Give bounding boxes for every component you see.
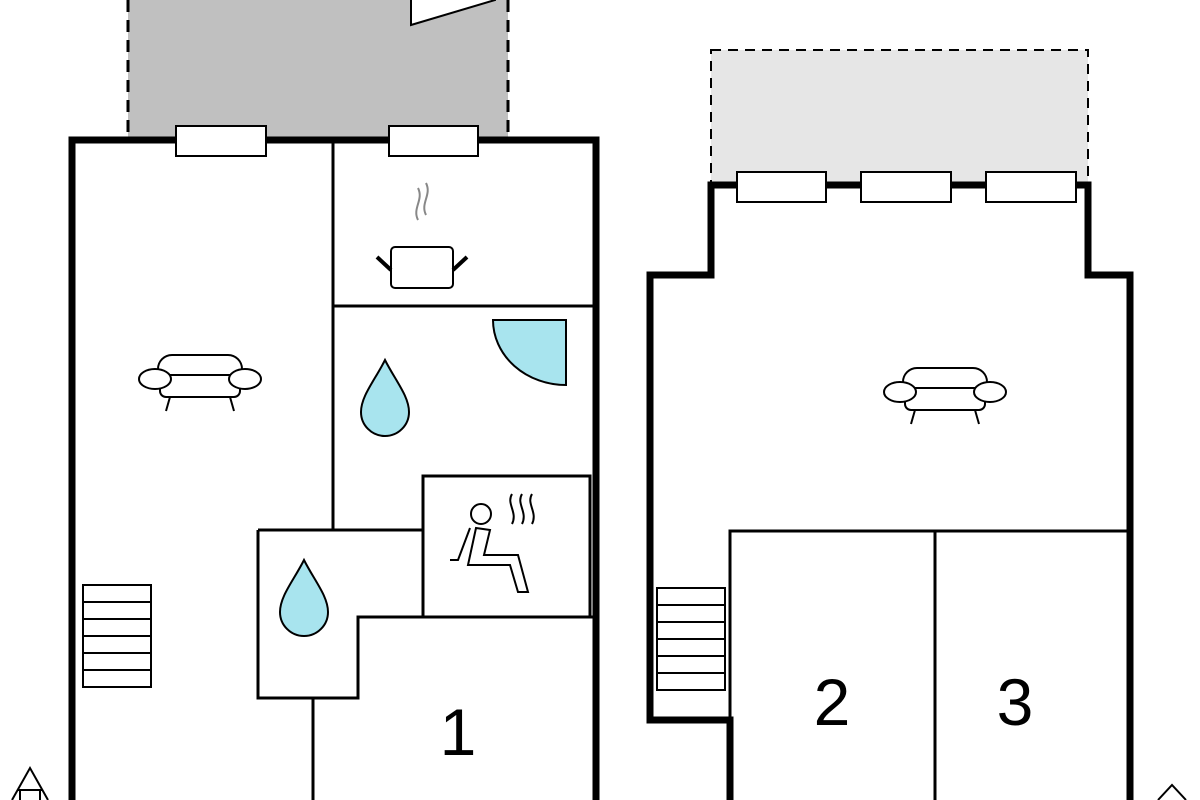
- kitchen-pot-icon: [375, 182, 469, 289]
- terrace-left: [128, 0, 508, 140]
- terrace-left-border: [126, 0, 510, 140]
- window: [985, 171, 1077, 203]
- water-drop-icon: [279, 559, 329, 637]
- entrance-house-icon: [11, 765, 49, 800]
- stairs-right: [656, 587, 726, 691]
- room-label-1: 1: [440, 695, 477, 769]
- window: [860, 171, 952, 203]
- entrance-house-icon: [1157, 783, 1187, 800]
- sofa-icon: [883, 367, 1007, 425]
- water-drop-icon: [360, 359, 410, 437]
- sauna-icon: [450, 493, 535, 593]
- right-building-walls: [646, 181, 1134, 800]
- sofa-icon: [138, 354, 262, 412]
- right-interior-walls: [728, 529, 1130, 800]
- room-label-3: 3: [997, 665, 1034, 739]
- window: [175, 125, 267, 157]
- window: [388, 125, 479, 157]
- entrance-arrow-icon: [410, 0, 496, 27]
- room-label-2: 2: [814, 665, 851, 739]
- stairs-left: [82, 584, 152, 688]
- shower-icon: [491, 319, 567, 387]
- window: [736, 171, 827, 203]
- left-interior-walls: [256, 140, 596, 800]
- terrace-right: [710, 49, 1089, 186]
